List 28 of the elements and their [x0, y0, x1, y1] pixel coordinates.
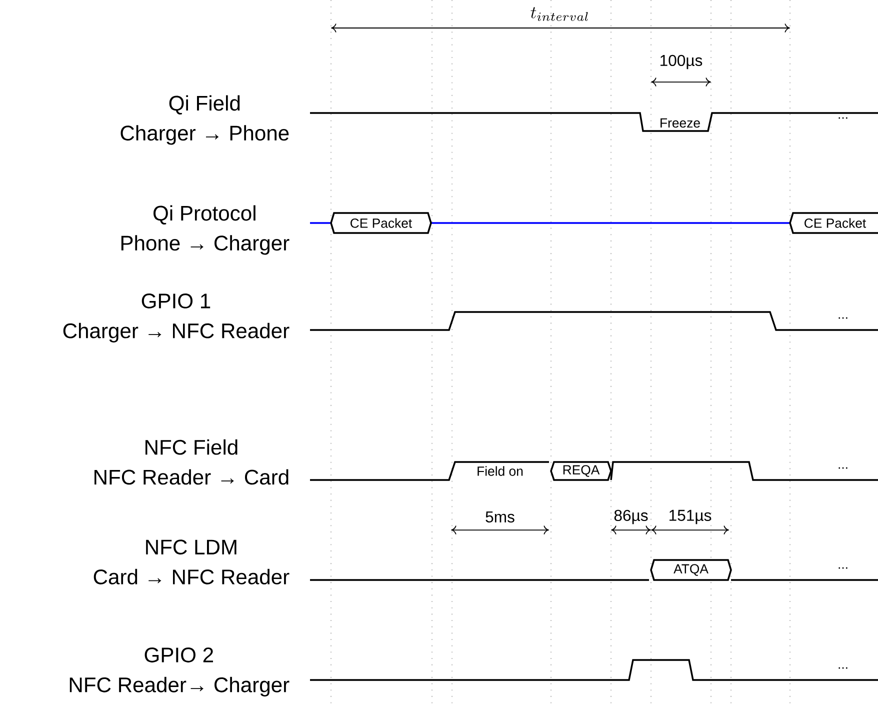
signal-name: NFC LDM — [146, 540, 236, 555]
signal-name: GPIO 2 — [144, 648, 213, 662]
signal-direction: Charger → Phone — [120, 125, 289, 145]
ellipsis: ... — [838, 667, 848, 669]
ellipsis: ... — [838, 117, 848, 119]
packet-box: ATQA — [650, 559, 732, 581]
packet-box: CE Packet — [789, 212, 878, 234]
packet-box: CE Packet — [330, 212, 432, 234]
signal-direction: Phone → Charger — [121, 235, 290, 255]
ellipsis: ... — [838, 567, 848, 569]
signal-direction: Card → NFC Reader — [94, 568, 290, 584]
dimension-label: $t_{interval}$ — [530, 7, 588, 21]
signal-direction: NFC Reader→ Charger — [70, 676, 290, 696]
ellipsis: ... — [838, 317, 848, 319]
signal-direction: NFC Reader → Card — [94, 469, 288, 485]
packet-box: REQA — [550, 461, 612, 481]
signal-name: Qi Field — [169, 95, 240, 115]
ellipsis: ... — [838, 467, 848, 469]
dimension-label: 86µs — [614, 510, 648, 524]
dimension-label: 100µs — [660, 54, 702, 70]
signal-name: GPIO 1 — [142, 294, 210, 308]
signal-name: NFC Field — [146, 439, 238, 455]
signal-name: Qi Protocol — [154, 205, 256, 225]
signal-direction: Charger → NFC Reader — [63, 322, 290, 342]
signal-label: Field on — [478, 466, 523, 476]
dimension-label: 5ms — [486, 511, 514, 523]
signal-label: Freeze — [660, 118, 700, 128]
dimension-label: 151µs — [670, 510, 712, 524]
